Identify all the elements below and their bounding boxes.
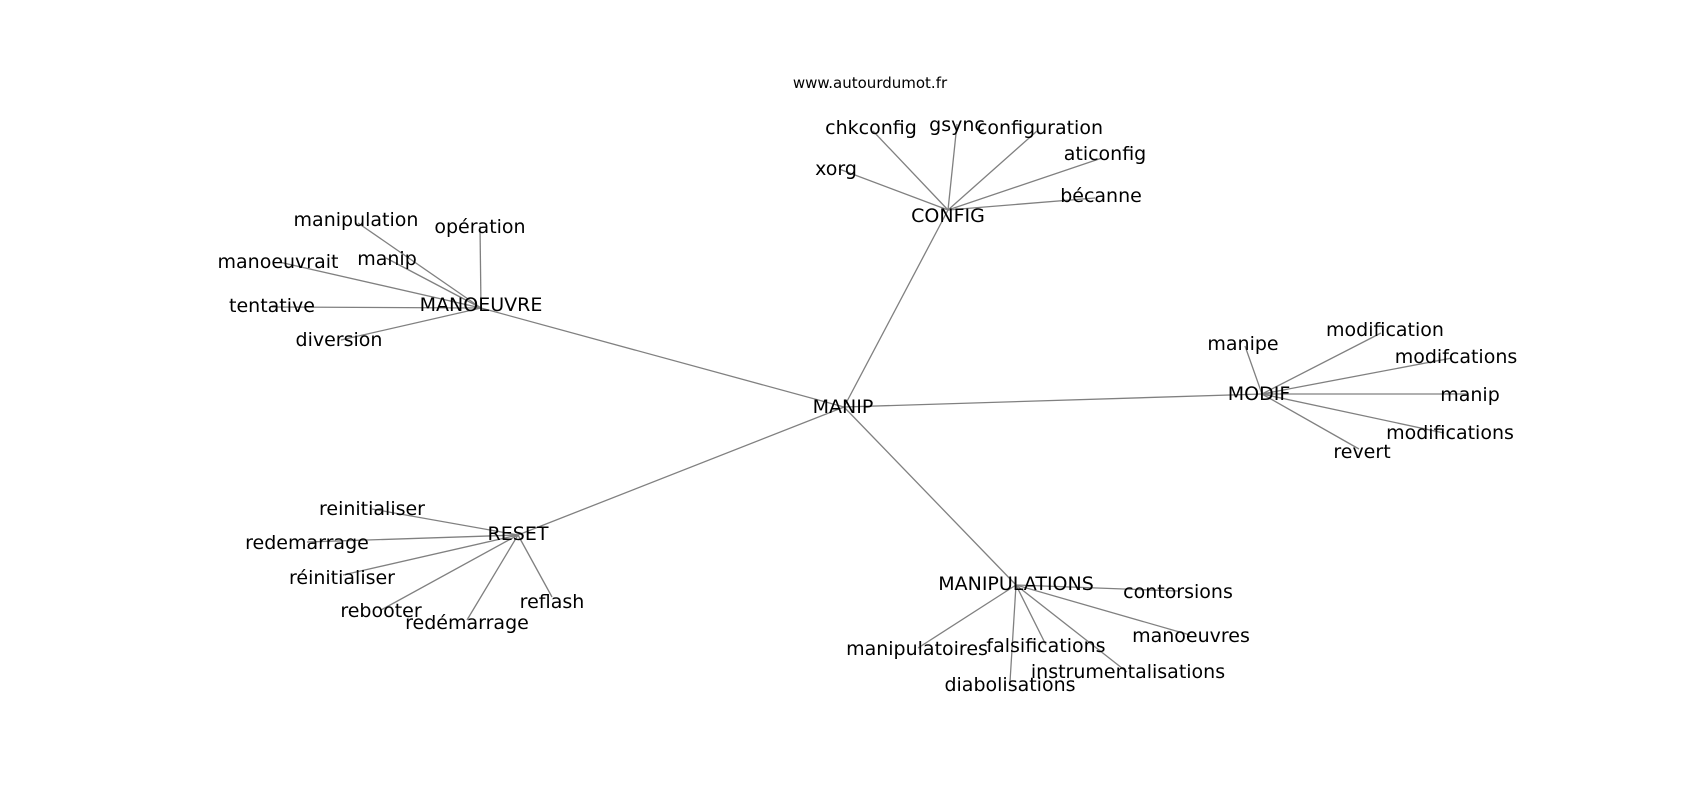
node-manipulation: manipulation [294,209,419,231]
node-manoeuvrait: manoeuvrait [218,251,339,273]
edge-reset-redemarrage [306,534,519,543]
edge-manoeuvre-tentative [271,306,482,309]
edge-modif-modifications [1261,393,1445,434]
node-xorg: xorg [815,158,857,180]
edge-manipulations-contorsions [1015,584,1179,592]
node-contorsions: contorsions [1123,581,1233,603]
node-chkconfig: chkconfig [825,117,917,139]
node-aticonfig: aticonfig [1064,143,1147,165]
edge-manipulations-instrumentalisations [1015,584,1128,673]
edge-manip-modif [843,393,1263,408]
edge-reset-reflash [517,534,553,598]
edge-reset-reinitialiser_acc [342,534,519,576]
node-rebooter: rebooter [340,600,422,622]
edge-reset-rebooter [380,534,519,611]
node-manip-b: manip [1440,384,1500,406]
edge-manip-reset [517,406,845,536]
node-revert: revert [1333,441,1390,463]
node-modif: MODIF [1228,383,1291,405]
node-manipulatoires: manipulatoires [846,638,988,660]
node-config: CONFIG [911,205,985,227]
node-manoeuvres: manoeuvres [1132,625,1250,647]
edge-reset-reinitialiser [371,508,519,536]
edge-manipulations-manoeuvres [1015,584,1191,636]
node-diversion: diversion [296,329,383,351]
node-reinitialiser-acc: réinitialiser [289,567,395,589]
site-watermark: www.autourdumot.fr [793,74,948,92]
edge-modif-revert [1261,393,1360,450]
node-tentative: tentative [229,295,315,317]
edge-config-xorg [838,168,949,211]
edge-manoeuvre-manoeuvrait [278,261,482,309]
node-modification: modification [1326,319,1444,341]
node-gsync: gsync [929,114,985,136]
edge-modif-modification [1261,332,1382,395]
edge-modif-manipe [1244,345,1263,395]
edge-manipulations-manipulatoires [917,584,1017,649]
edge-manoeuvre-manip_a [385,257,482,309]
edge-manipulations-falsifications [1015,584,1047,646]
edge-manip-config [843,209,949,408]
edge-manip-manoeuvre [480,307,845,408]
edge-config-becanne [947,197,1096,211]
graph-labels: MANIP CONFIG MANOEUVRE MODIF RESET MANIPULATI… [218,114,1518,696]
edge-config-aticonfig [947,157,1103,211]
node-manoeuvre: MANOEUVRE [420,294,543,316]
node-reflash: reflash [520,591,585,613]
node-falsifications: falsifications [986,635,1105,657]
edge-manoeuvre-manipulation [357,222,482,309]
edge-manip-manipulations [843,406,1017,586]
node-diabolisations: diabolisations [944,674,1075,696]
node-reset: RESET [488,523,549,545]
node-modifications: modifications [1386,422,1514,444]
node-configuration: configuration [977,117,1103,139]
node-manip: MANIP [813,396,874,418]
node-redemarrage-acc: redémarrage [405,612,529,634]
edge-manipulations-diabolisations [1009,584,1017,683]
node-becanne: bécanne [1060,185,1142,207]
edge-config-chkconfig [872,130,949,211]
edge-reset-redemarrage_acc [466,534,519,621]
graph-edges [271,123,1468,683]
node-manipe: manipe [1207,333,1278,355]
edge-manoeuvre-operation [479,225,482,309]
edge-config-configuration [947,130,1038,211]
node-modifcations: modifcations [1395,346,1518,368]
node-redemarrage: redemarrage [245,532,369,554]
node-reinitialiser: reinitialiser [319,498,425,520]
edge-config-gsync [947,123,958,211]
edge-manoeuvre-diversion [340,307,482,341]
node-manipulations: MANIPULATIONS [938,573,1094,595]
node-instrumentalisations: instrumentalisations [1031,661,1225,683]
node-operation: opération [434,216,525,238]
node-manip-a: manip [357,248,417,270]
edge-modif-modifcations [1261,357,1453,395]
